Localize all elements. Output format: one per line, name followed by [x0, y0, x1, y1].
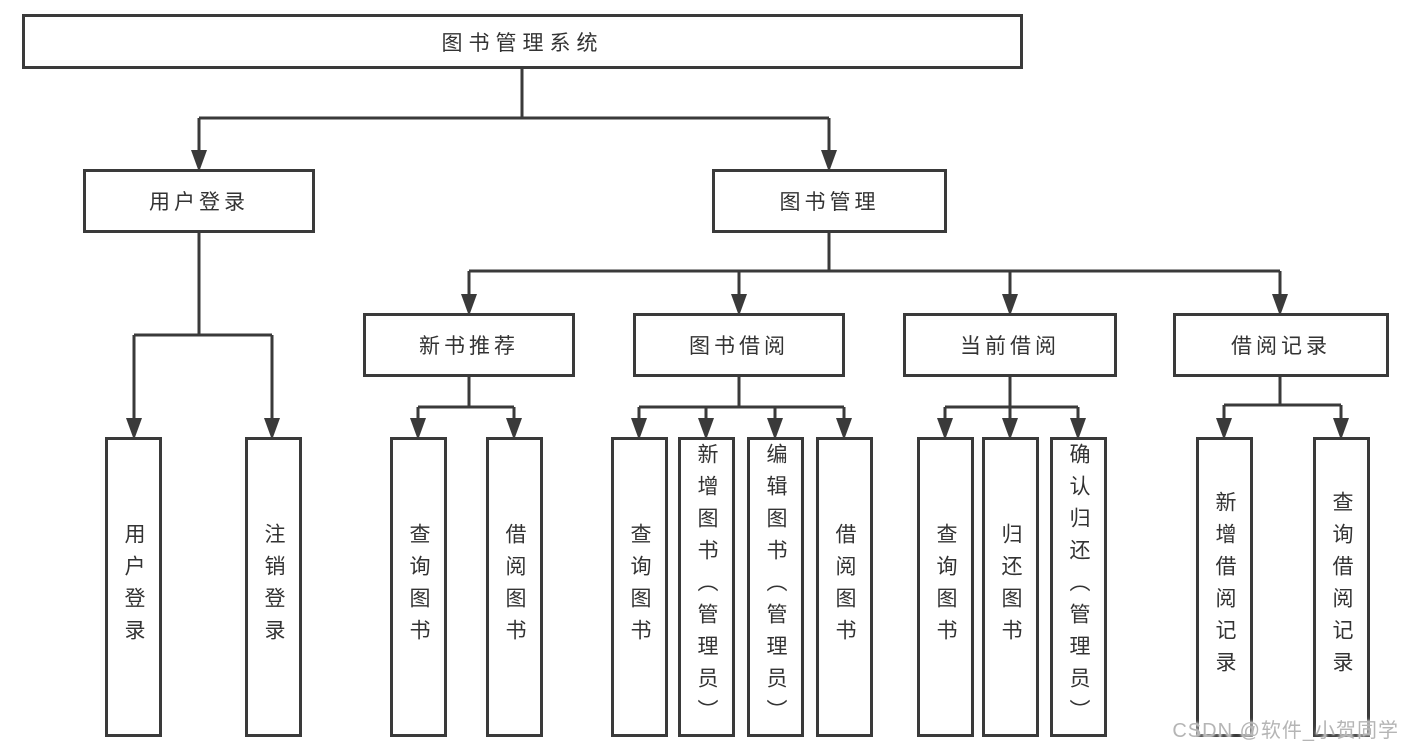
node-library-system: 图书管理系统	[22, 14, 1023, 69]
leaf-logout: 注销登录	[245, 437, 302, 737]
arrowheads	[126, 150, 1349, 440]
node-borrowing-records: 借阅记录	[1173, 313, 1389, 377]
leaf-query-books-recommend: 查询图书	[390, 437, 447, 737]
leaf-borrow-books-recommend: 借阅图书	[486, 437, 543, 737]
leaf-query-books-current: 查询图书	[917, 437, 974, 737]
leaf-add-borrow-record: 新增借阅记录	[1196, 437, 1253, 737]
node-book-management: 图书管理	[712, 169, 947, 233]
leaf-user-login: 用户登录	[105, 437, 162, 737]
leaf-query-books-borrowing: 查询图书	[611, 437, 668, 737]
leaf-borrow-books-borrowing: 借阅图书	[816, 437, 873, 737]
leaf-edit-book-admin: 编辑图书（管理员）	[747, 437, 804, 737]
node-book-borrowing: 图书借阅	[633, 313, 845, 377]
node-current-borrowing: 当前借阅	[903, 313, 1117, 377]
leaf-add-book-admin: 新增图书（管理员）	[678, 437, 735, 737]
node-user-login: 用户登录	[83, 169, 315, 233]
csdn-watermark: CSDN @软件_小贺同学	[1172, 720, 1399, 742]
leaf-return-book: 归还图书	[982, 437, 1039, 737]
leaf-query-borrow-record: 查询借阅记录	[1313, 437, 1370, 737]
node-new-book-recommend: 新书推荐	[363, 313, 575, 377]
leaf-confirm-return-admin: 确认归还（管理员）	[1050, 437, 1107, 737]
